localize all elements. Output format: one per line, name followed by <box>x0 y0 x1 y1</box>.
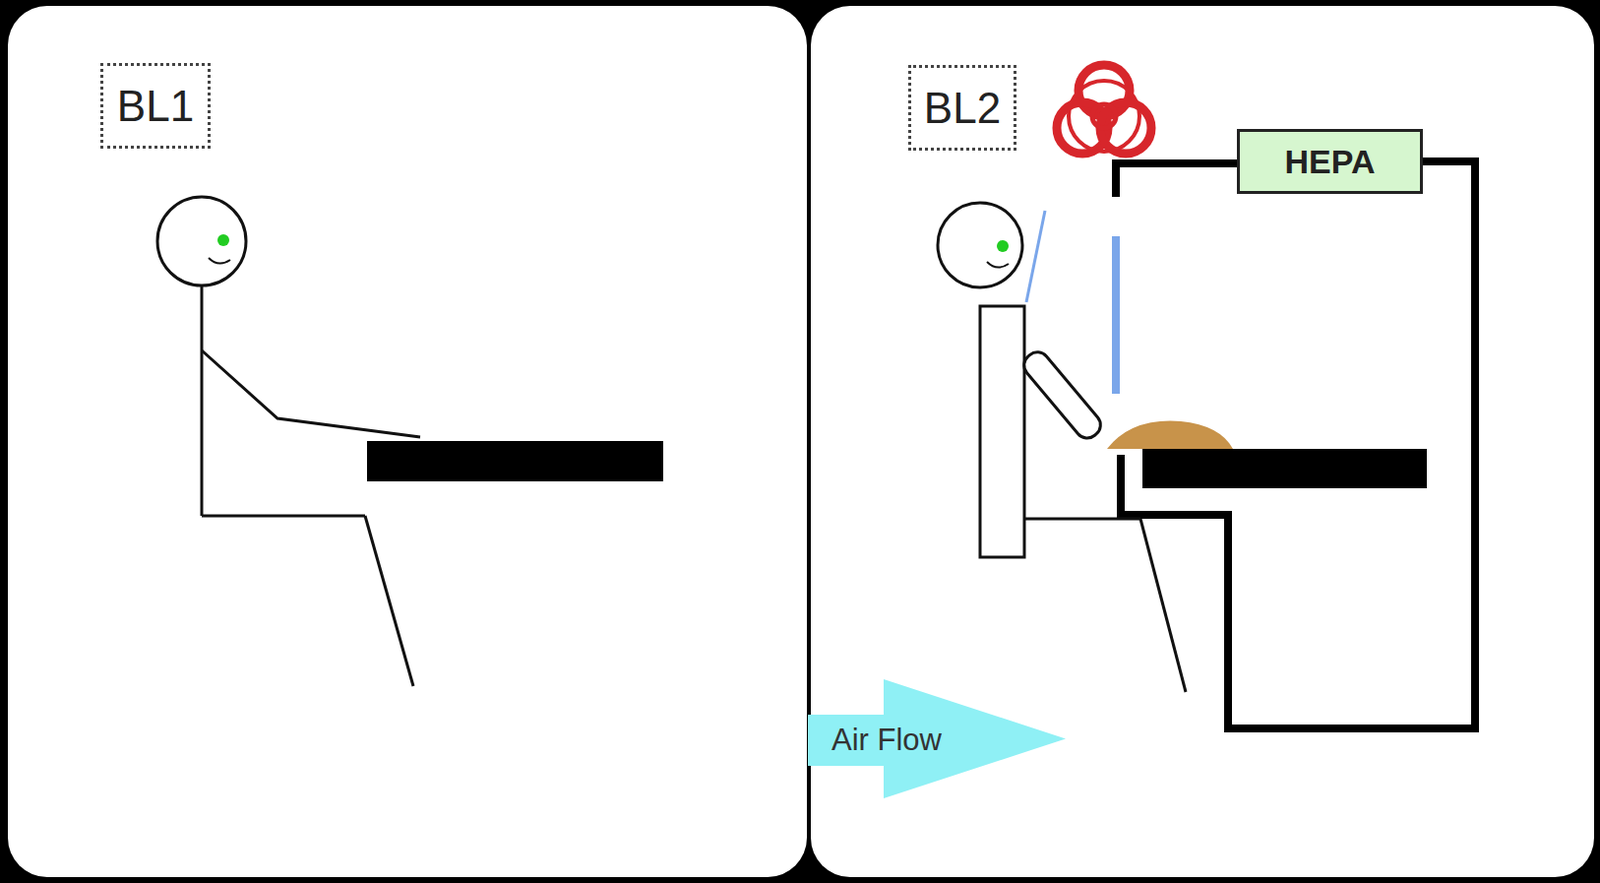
bl2-person <box>937 202 1186 692</box>
node-text: Air Flow <box>831 722 942 758</box>
sash-glass <box>1111 236 1120 394</box>
work-surface <box>1142 448 1427 489</box>
node-text: BL2 <box>923 83 1001 133</box>
level-tag: BL2 <box>908 64 1017 151</box>
biohazard-symbol <box>1056 64 1152 154</box>
bl1-panel <box>7 5 807 877</box>
bench <box>367 440 664 482</box>
filter-box: HEPA <box>1236 128 1423 194</box>
airflow-arrow: Air Flow <box>807 678 1066 799</box>
node-text: HEPA <box>1285 142 1376 182</box>
sample <box>1107 421 1233 449</box>
bl2-panel <box>810 5 1595 877</box>
level-tag: BL1 <box>100 62 211 149</box>
node-text: BL1 <box>117 81 194 131</box>
